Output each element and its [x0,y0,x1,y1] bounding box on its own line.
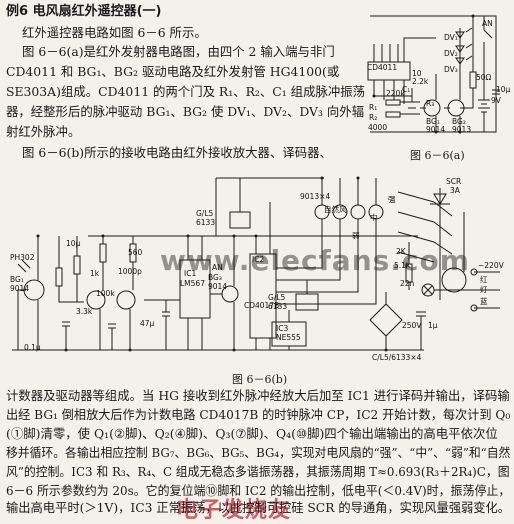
para-bottom-line-7: 输出高电平时(＞1V)，IC3 正常振荡，以此控制可控硅 SCR 的导通角，实现… [6,500,511,515]
fig-b-an-label: AN [212,263,223,272]
fig-b-c250v-label: 250V [402,321,422,330]
fig-a-r10-label: 10 [412,69,422,78]
fig-b-c10u-label: 10μ [66,239,81,248]
fig-b-c1000p-label: 1000p [118,267,142,276]
para-bottom-line-5: 风”的控制。IC3 和 R₃、R₄、C 组成无稳态多谐振荡器，其振荡周期 T≈0… [6,464,510,479]
fig-b-ic3-part: NE555 [276,333,301,342]
fig-b-gl1-label: G/L5 [196,209,214,218]
section-title: 例6 电风扇红外遥控器(一) [6,4,162,19]
para-bottom-line-6: 6－6 所示参数约为 20s。它的复位端⑩脚和 IC2 的输出控制，低电平(＜0… [6,483,511,498]
fig-b-strong-label: 强 [388,195,396,204]
para-top-line-5: 器，经整形后的脉冲驱动 BG₁、BG₂ 使 DV₁、DV₂、DV₃ 向外辐 [6,104,365,119]
figure-b-caption: 图 6－6(b) [232,373,288,386]
para-bottom-line-2: 出经 BG₁ 倒相放大后作为计数电路 CD4017B 的时钟脉冲 CP，IC2 … [6,407,511,422]
figure-a-caption: 图 6－6(a) [410,149,465,162]
fig-b-lamp-label: 灯 [480,285,488,294]
para-top-line-6: 射红外脉冲。 [6,124,81,139]
figure-a-schematic [367,14,500,134]
fig-b-r2k-label: 2K [396,247,406,256]
fig-a-bg1-label: BG₁ [426,117,440,126]
para-bottom-line-1: 计数器及驱动器等组成。当 HG 接收到红外脉冲经放大后加至 IC1 进行译码并输… [6,388,510,403]
para-bottom-line-3: (①脚)清零，使 Q₁(②脚)、Q₂(④脚)、Q₃(⑦脚)、Q₄(⑩脚)四个输出… [6,426,498,441]
fig-b-r33k-label: 3.3k [76,307,93,316]
para-top-line-1: 红外遥控器电路如图 6－6 所示。 [22,25,207,40]
fig-b-r560-label: 560 [128,248,143,257]
fig-a-bg2-part: 9013 [452,125,472,134]
figure-b-schematic [12,176,500,352]
fig-a-r1-label: R₁ [369,103,378,112]
fig-a-switch-label: AN [482,19,493,28]
fig-a-bg1-part: 9014 [426,125,446,134]
fig-b-ic2-label: IC2 [252,255,265,264]
para-top-line-7: 图 6－6(b)所示的接收电路由红外接收放大器、译码器、 [22,145,332,160]
fig-a-bg2-label: BG₂ [452,117,466,126]
para-top-line-4: SE303A)组成。CD4011 的两个门及 R₁、R₂、C₁ 组成脉冲振荡 [6,84,366,99]
fig-b-c01-label: 0.1μ [24,343,41,352]
fig-a-c10u-label: 10μ [496,85,511,94]
fig-b-c1u-label: 1μ [428,321,438,330]
fig-a-r220k-label: 220k [386,89,405,98]
fig-a-battery-label: 9V [491,96,501,105]
fig-a-r3-label: R₃ [426,99,435,108]
fig-b-bg1-part: 9014 [10,284,30,293]
fig-b-gl1-part: 6133 [196,218,216,227]
fig-b-ic1-label: IC1 [184,269,197,278]
fig-b-scr-label: SCR [446,177,462,186]
fig-b-medium-label: 中 [370,213,378,222]
fig-b-r1k-label: 1k [90,269,100,278]
fig-b-natural-wind-label: 自然风 [324,205,347,214]
cd4011-chip [367,61,411,81]
fig-a-dv2-label: DV₂ [444,49,458,58]
fig-b-ic1-part: LM567 [180,279,205,288]
para-top-line-2: 图 6－6(a)是红外发射器电路图，由四个 2 输入端与非门 [22,44,335,59]
fig-b-ic3-label: IC3 [276,324,289,333]
fig-a-c1-label: C₁ [402,85,411,94]
fig-a-r22k-label: 2.2k [412,77,429,86]
fig-b-c22n-label: 22n [400,279,415,288]
fig-a-dv3-label: DV₃ [444,65,458,74]
fig-b-gl2-part: 6133 [268,302,288,311]
para-bottom-line-4: 移并循环。各输出相应控制 BG₇、BG₆、BG₅、BG₄，实现对电风扇的“强”、… [6,445,511,460]
fig-a-c4000-label: 4000 [368,123,388,132]
fig-b-ac-label: ~220V [478,261,504,270]
fig-b-r51k-label: 5.1k [394,261,411,270]
fig-b-weak-label: 弱 [352,231,360,240]
fig-a-r2-label: R₂ [369,113,378,122]
fig-b-r100k-label: 100k [96,289,115,298]
fig-b-bg3-part: 9014 [208,282,228,291]
fig-b-c47u-label: 47μ [140,319,155,328]
fig-b-ph-label: PH302 [10,253,35,262]
para-top-line-3: CD4011 和 BG₁、BG₂ 驱动电路及红外发射管 HG4100(或 [6,64,340,79]
fig-b-scr-rating: 3A [450,186,460,195]
fig-a-ic-label: CD4011 [367,63,398,72]
fig-b-bg3-label: BG₃ [208,273,222,282]
watermark-site: www.elecfans.com [160,244,470,277]
fig-a-r50-label: 50Ω [476,73,492,82]
fig-b-ic2-part: CD4017B [244,301,280,310]
fig-b-blue-lead-label: 蓝 [480,297,488,306]
fig-b-red-lead-label: 红 [480,275,488,284]
fig-b-bottom-label: C/L5/6133×4 [372,353,422,362]
fig-a-dv1-label: DV₁ [444,33,458,42]
fig-b-gl2-label: G/L5 [268,293,286,302]
fig-b-bg1-label: BG₁ [10,275,24,284]
fig-b-transistor-bank-label: 9013×4 [300,192,331,201]
